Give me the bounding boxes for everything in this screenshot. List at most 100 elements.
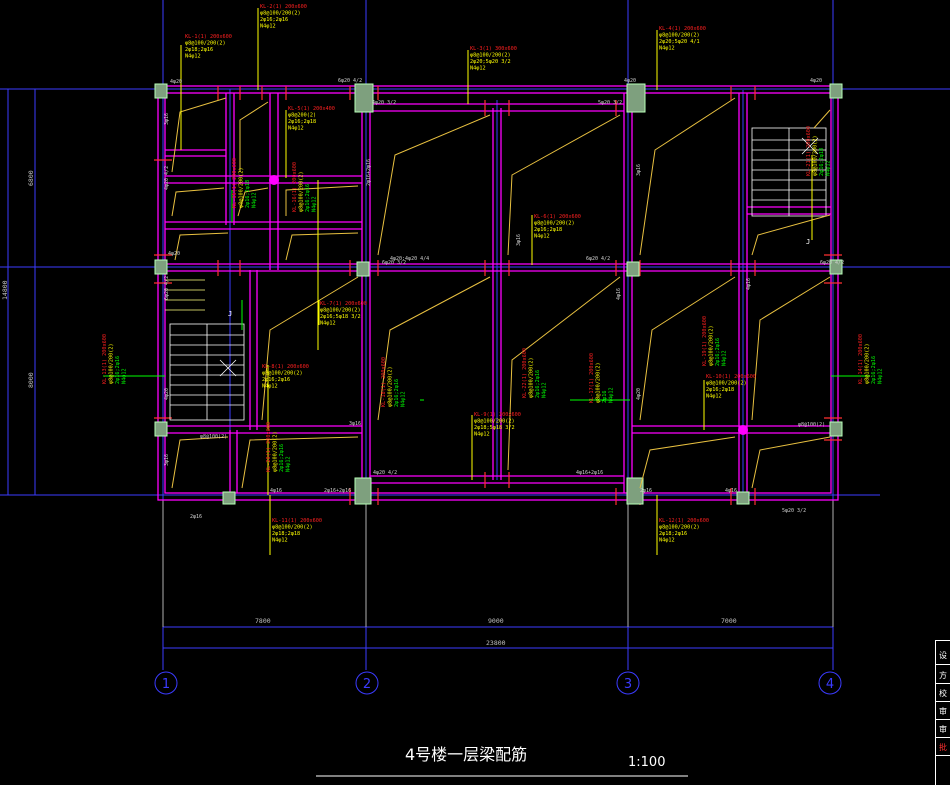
axis-label-2: 2 xyxy=(363,677,371,692)
title-block: 设 方 校 审 审 批 xyxy=(935,640,950,785)
stair-mark: J xyxy=(806,238,810,246)
beam-tag-line: KL-16(1) 200x600 xyxy=(292,162,298,212)
beam-tag-line: N4φ12 xyxy=(262,384,278,390)
stair-right xyxy=(751,127,827,217)
column xyxy=(356,261,370,277)
axis-bubble-2 xyxy=(355,671,379,695)
title-block-mark: 方 xyxy=(939,671,947,680)
beam-tag-line: N4φ12 xyxy=(122,368,128,384)
beam-tag-line: 2φ16;2φ16 xyxy=(535,370,541,398)
beam-tag-line: φ8@100/200(2) xyxy=(239,167,245,208)
beam-tag-line: N4φ12 xyxy=(312,196,318,212)
title-block-mark: 审 xyxy=(939,725,947,734)
beam-tag-layer: KL-1(1) 200x600φ8@100/200(2)2φ18;2φ16N4φ… xyxy=(102,4,884,544)
beam-tag-line: 2φ16;2φ16 xyxy=(262,377,290,383)
beam-tag-line: φ8@100/200(2) xyxy=(109,343,115,384)
rebar-label: 2φ16+2φ16 xyxy=(366,159,372,186)
beam-tag-line: φ8@100/200(2) xyxy=(272,525,313,531)
beam-tag-line: φ8@100/200(2) xyxy=(299,171,305,212)
column xyxy=(626,261,640,277)
beam-tag-line: N4φ12 xyxy=(609,387,615,403)
beam-tag-line: 2φ16;2φ18 xyxy=(706,387,734,393)
beam-tag-line: N4φ12 xyxy=(286,456,292,472)
rebar-label: φ8@100(2) xyxy=(200,434,227,440)
dimension-text: 7800 9000 7000 23800 6800 8000 14800 xyxy=(1,170,737,647)
rebar-label: 4φ16 xyxy=(270,488,282,494)
beam-tag-line: 2φ16;2φ16 xyxy=(260,17,288,23)
beam-tag-line: KL-7(1) 200x600 xyxy=(320,301,367,307)
title-block-mark: 批 xyxy=(939,743,947,752)
beam-tag-kl8: KL-8(1) 200x600φ8@100/200(2)2φ16;2φ16N4φ… xyxy=(262,364,309,390)
beam-tag-line: N4φ12 xyxy=(722,350,728,366)
beam-tag-line: 2φ20;5φ20 4/1 xyxy=(659,39,700,45)
column xyxy=(154,83,168,99)
beam-tag-line: N4φ12 xyxy=(474,432,490,438)
beam-tag-line: KL-19(1) 200x600 xyxy=(702,316,708,366)
rebar-label: 5φ20 3/2 xyxy=(598,100,622,106)
beam-tag-line: 2φ18;2φ18 xyxy=(272,531,300,537)
beam-tag-line: N4φ12 xyxy=(260,24,276,30)
beam-tag-line: KL-13(1) 200x600 xyxy=(102,334,108,384)
beam-tag-line: φ8@100/200(2) xyxy=(596,362,602,403)
rebar-label: 4φ20 xyxy=(624,78,636,84)
beam-tag-line: 2φ16 xyxy=(602,391,608,404)
rebar-label: 3φ16 xyxy=(164,454,170,466)
rebar-label: 4φ16 xyxy=(616,288,622,300)
beam-tag-line: φ8@100/200(2) xyxy=(320,308,361,314)
beam-tag-line: KL-10(1) 200x600 xyxy=(706,374,756,380)
rebar-label: 4φ20 4/2 xyxy=(373,470,397,476)
title-block-row xyxy=(936,737,950,738)
rebar-label: 4φ20 xyxy=(164,388,170,400)
beam-tag-line: φ8@100/200(2) xyxy=(534,221,575,227)
drawing-scale: 1:100 xyxy=(628,755,665,770)
column xyxy=(154,259,168,275)
column xyxy=(354,83,374,113)
stair-left xyxy=(165,279,245,421)
rebar-label: 5φ20 3/2 xyxy=(782,508,806,514)
beam-tag-line: KL-18(1) 200x600 xyxy=(381,357,387,407)
beam-tag-line: N4φ12 xyxy=(252,192,258,208)
beam-tag-line: KL-15(1) 200x600 xyxy=(232,158,238,208)
beam-tag-line: 2φ16;5φ18 3/2 xyxy=(320,314,361,320)
beam-tag-kl2: KL-2(1) 200x600φ8@100/200(2)2φ16;2φ16N4φ… xyxy=(260,4,307,30)
beam-tag-line: N4φ12 xyxy=(878,368,884,384)
beam-tag-line: 2φ16;2φ16 xyxy=(715,338,721,366)
rebar-label: φ8@100(2) xyxy=(798,422,825,428)
beam-tag-line: 2φ20;5φ20 3/2 xyxy=(470,59,511,65)
column xyxy=(354,477,372,505)
column xyxy=(829,83,843,99)
beam-tag-line: N4φ12 xyxy=(542,382,548,398)
leader-lines-green xyxy=(103,190,870,401)
rebar-label: 3φ16 xyxy=(516,234,522,246)
slab-hatch xyxy=(171,97,831,489)
beam-tag-line: 2φ18;2φ16 xyxy=(659,531,687,537)
beam-tag-line: 2φ16;2φ16 xyxy=(305,184,311,212)
rebar-label: 4φ16+2φ16 xyxy=(576,470,603,476)
beam-tag-line: φ8@100/200(2) xyxy=(273,431,279,472)
beam-tag-kl12: KL-12(1) 200x600φ8@100/200(2)2φ18;2φ16N4… xyxy=(659,518,709,544)
beam-tag-line: N4φ12 xyxy=(272,538,288,544)
beam-tag-line: φ8@100/200(2) xyxy=(706,381,747,387)
title-block-mark: 设 xyxy=(939,651,947,660)
rebar-label: 6φ20 4/2 xyxy=(164,276,170,300)
rebar-label: 6φ20 4/2 xyxy=(586,256,610,262)
beam-tag-line: N4φ12 xyxy=(470,66,486,72)
beam-tag-line: N4φ12 xyxy=(320,321,336,327)
beam-tag-line: φ8@100/200(2) xyxy=(185,41,226,47)
axis-bubble-3 xyxy=(616,671,640,695)
column xyxy=(626,477,644,505)
beam-tag-line: KL-5(1) 200x400 xyxy=(288,106,335,112)
beam-tag-line: N4φ12 xyxy=(659,46,675,52)
beam-tag-line: KL-3(1) 300x600 xyxy=(470,46,517,52)
rebar-label: 4φ16 xyxy=(725,488,737,494)
